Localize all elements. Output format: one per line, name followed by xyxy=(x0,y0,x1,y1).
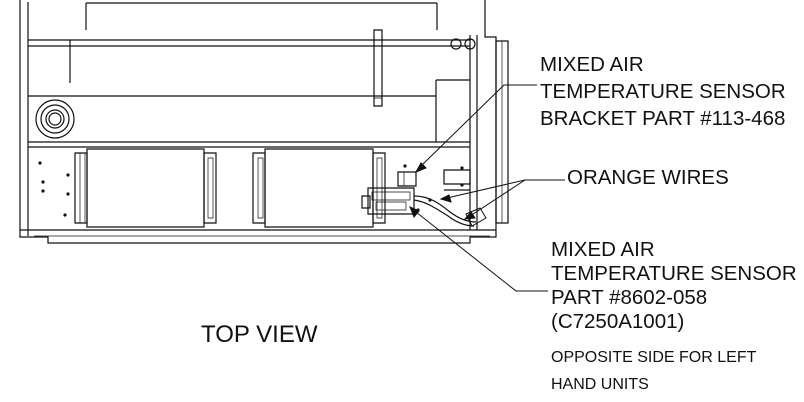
sensor-note-line1: OPPOSITE SIDE FOR LEFT xyxy=(551,349,757,366)
side-panel xyxy=(496,41,508,223)
bracket-leader xyxy=(416,85,537,172)
round-port xyxy=(36,100,74,138)
top-duct-outline xyxy=(86,3,437,30)
wires-label: ORANGE WIRES xyxy=(567,166,729,189)
sensor-leader xyxy=(410,207,548,291)
blower-left xyxy=(75,149,216,227)
wires-leader xyxy=(441,180,565,219)
cabinet-outline xyxy=(20,0,496,243)
sensor-note-line2: HAND UNITS xyxy=(551,376,649,393)
view-title: TOP VIEW xyxy=(201,321,318,348)
bracket-label-line2: TEMPERATURE SENSOR xyxy=(540,80,786,103)
sensor-label-line1: MIXED AIR xyxy=(551,238,655,261)
bracket-label-line1: MIXED AIR xyxy=(540,53,644,76)
sensor-label-line2: TEMPERATURE SENSOR xyxy=(551,262,797,285)
support-bar xyxy=(374,30,382,106)
coil-section xyxy=(28,40,470,147)
sensor-label-line3: PART #8602-058 xyxy=(551,286,708,309)
orange-wires xyxy=(414,196,486,226)
fasteners xyxy=(38,161,464,217)
wiring-box xyxy=(444,170,470,190)
sensor-bracket xyxy=(398,172,416,186)
bracket-label-line3: BRACKET PART #113-468 xyxy=(540,107,786,130)
sensor-label-line4: (C7250A1001) xyxy=(551,310,685,333)
blower-right xyxy=(253,149,385,227)
temperature-sensor xyxy=(362,188,414,214)
mounting-holes xyxy=(451,39,475,49)
